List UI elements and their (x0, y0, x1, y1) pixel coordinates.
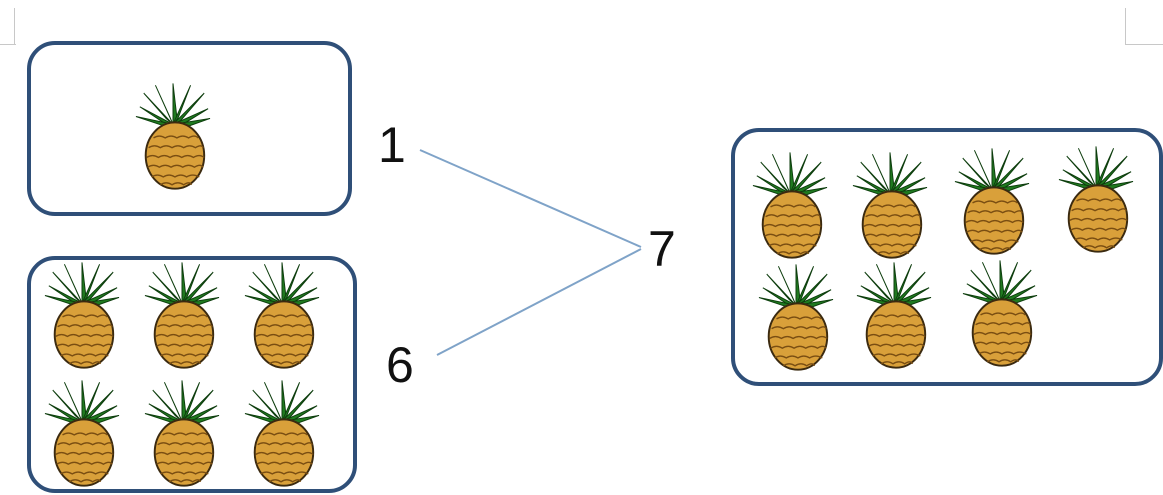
part-number-six: 6 (386, 337, 414, 393)
part-number-one: 1 (378, 117, 406, 173)
page-corner-mark-top-right (1125, 8, 1126, 45)
one-pineapple-group (27, 41, 352, 216)
page-corner-mark-top-left (14, 8, 15, 45)
page-corner-mark-top-left (0, 44, 16, 45)
seven-pineapple-group (731, 128, 1163, 386)
page-corner-mark-top-right (1125, 44, 1163, 45)
whole-number-seven: 7 (648, 221, 676, 277)
connector-line-six-to-seven (436, 248, 642, 356)
connector-line-one-to-seven (419, 149, 642, 248)
six-pineapple-group (27, 256, 357, 493)
